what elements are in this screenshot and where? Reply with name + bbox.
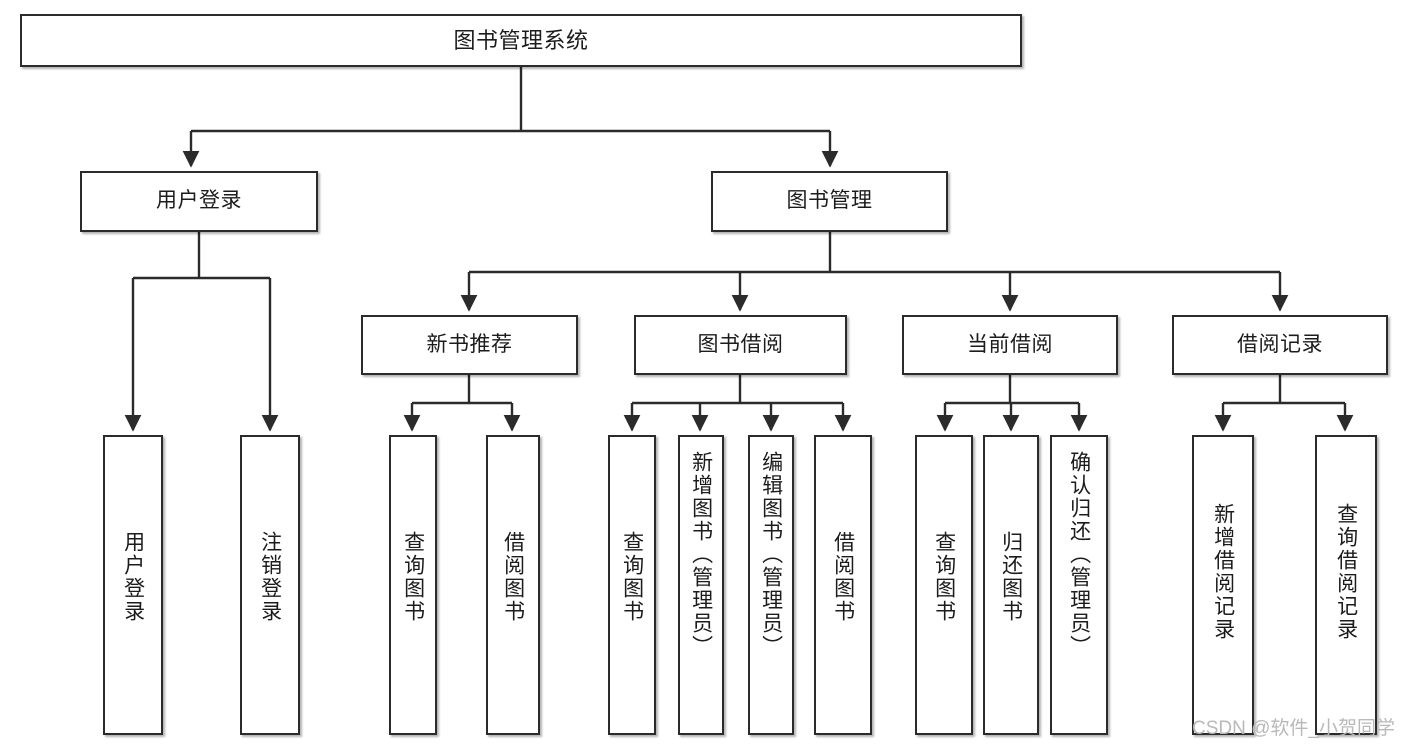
node-leaf-current-borrow-3[interactable]: 确认归还（管理员） [1050,435,1108,735]
node-leaf-book-borrow-2-label: 新增图书（管理员） [689,451,713,658]
node-user-login-label: 用户登录 [156,189,242,213]
node-borrow-record[interactable]: 借阅记录 [1172,315,1388,375]
node-leaf-user-login-1[interactable]: 用户登录 [103,435,163,735]
node-leaf-current-borrow-2-label: 归还图书 [999,531,1023,623]
node-leaf-borrow-record-2-label: 查询借阅记录 [1334,503,1358,641]
node-leaf-borrow-record-2[interactable]: 查询借阅记录 [1315,435,1377,735]
node-leaf-new-book-1[interactable]: 查询图书 [389,435,437,735]
node-leaf-book-borrow-3[interactable]: 编辑图书（管理员） [748,435,794,735]
node-root-label: 图书管理系统 [453,27,589,53]
node-leaf-current-borrow-3-label: 确认归还（管理员） [1067,451,1091,658]
node-root[interactable]: 图书管理系统 [20,14,1022,67]
node-leaf-book-borrow-2[interactable]: 新增图书（管理员） [678,435,724,735]
node-new-book-recommend-label: 新书推荐 [426,332,513,356]
node-leaf-user-login-2-label: 注销登录 [258,531,282,623]
node-borrow-record-label: 借阅记录 [1237,332,1323,356]
node-leaf-book-borrow-3-label: 编辑图书（管理员） [759,451,783,658]
node-new-book-recommend[interactable]: 新书推荐 [361,315,578,375]
node-leaf-borrow-record-1-label: 新增借阅记录 [1211,503,1235,641]
node-leaf-book-borrow-1[interactable]: 查询图书 [608,435,656,735]
node-user-login[interactable]: 用户登录 [80,171,318,232]
node-leaf-book-borrow-4[interactable]: 借阅图书 [814,435,872,735]
node-book-management-label: 图书管理 [786,189,873,213]
node-leaf-current-borrow-2[interactable]: 归还图书 [983,435,1039,735]
node-current-borrow[interactable]: 当前借阅 [902,315,1118,375]
node-book-management[interactable]: 图书管理 [711,171,948,232]
node-leaf-user-login-1-label: 用户登录 [121,531,145,623]
node-leaf-book-borrow-4-label: 借阅图书 [831,531,855,623]
node-leaf-current-borrow-1[interactable]: 查询图书 [915,435,973,735]
node-leaf-new-book-1-label: 查询图书 [401,531,425,623]
watermark-text: CSDN @软件_小贺同学 [1192,718,1395,739]
node-book-borrow[interactable]: 图书借阅 [634,315,847,375]
node-leaf-borrow-record-1[interactable]: 新增借阅记录 [1192,435,1254,735]
node-leaf-new-book-2[interactable]: 借阅图书 [486,435,540,735]
node-leaf-current-borrow-1-label: 查询图书 [932,531,956,623]
node-leaf-user-login-2[interactable]: 注销登录 [240,435,300,735]
node-current-borrow-label: 当前借阅 [967,332,1053,356]
node-book-borrow-label: 图书借阅 [697,332,784,356]
node-leaf-book-borrow-1-label: 查询图书 [620,531,644,623]
node-leaf-new-book-2-label: 借阅图书 [501,531,525,623]
